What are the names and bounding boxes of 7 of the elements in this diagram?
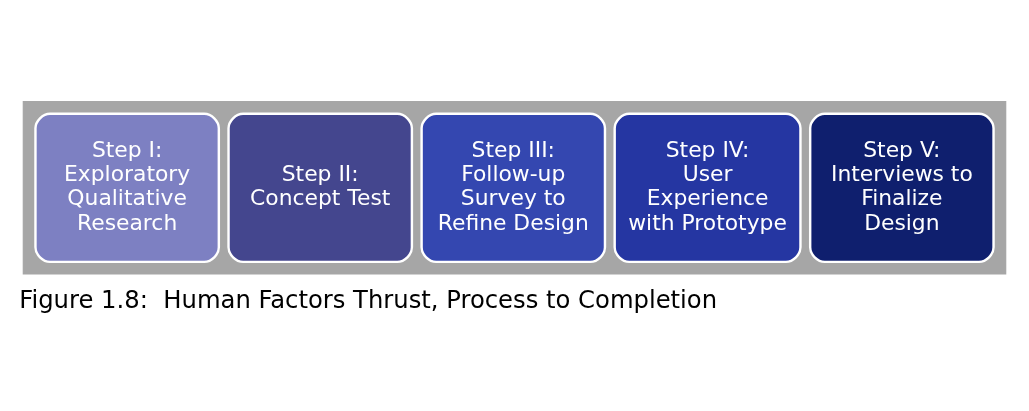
node-box: Step III: Follow-up Survey to Refine Design [420,112,607,263]
caption: Figure 1.8: Human Factors Thrust, Process to Completion [19,284,718,314]
node-box: Step II: Concept Test [227,112,414,263]
cluster [22,100,1007,275]
node-box: Step I: Exploratory Qualitative Research [34,112,221,263]
node-box: Step IV: User Experience with Prototype [613,112,802,263]
node-box: Step V: Interviews to Finalize Design [808,112,995,263]
